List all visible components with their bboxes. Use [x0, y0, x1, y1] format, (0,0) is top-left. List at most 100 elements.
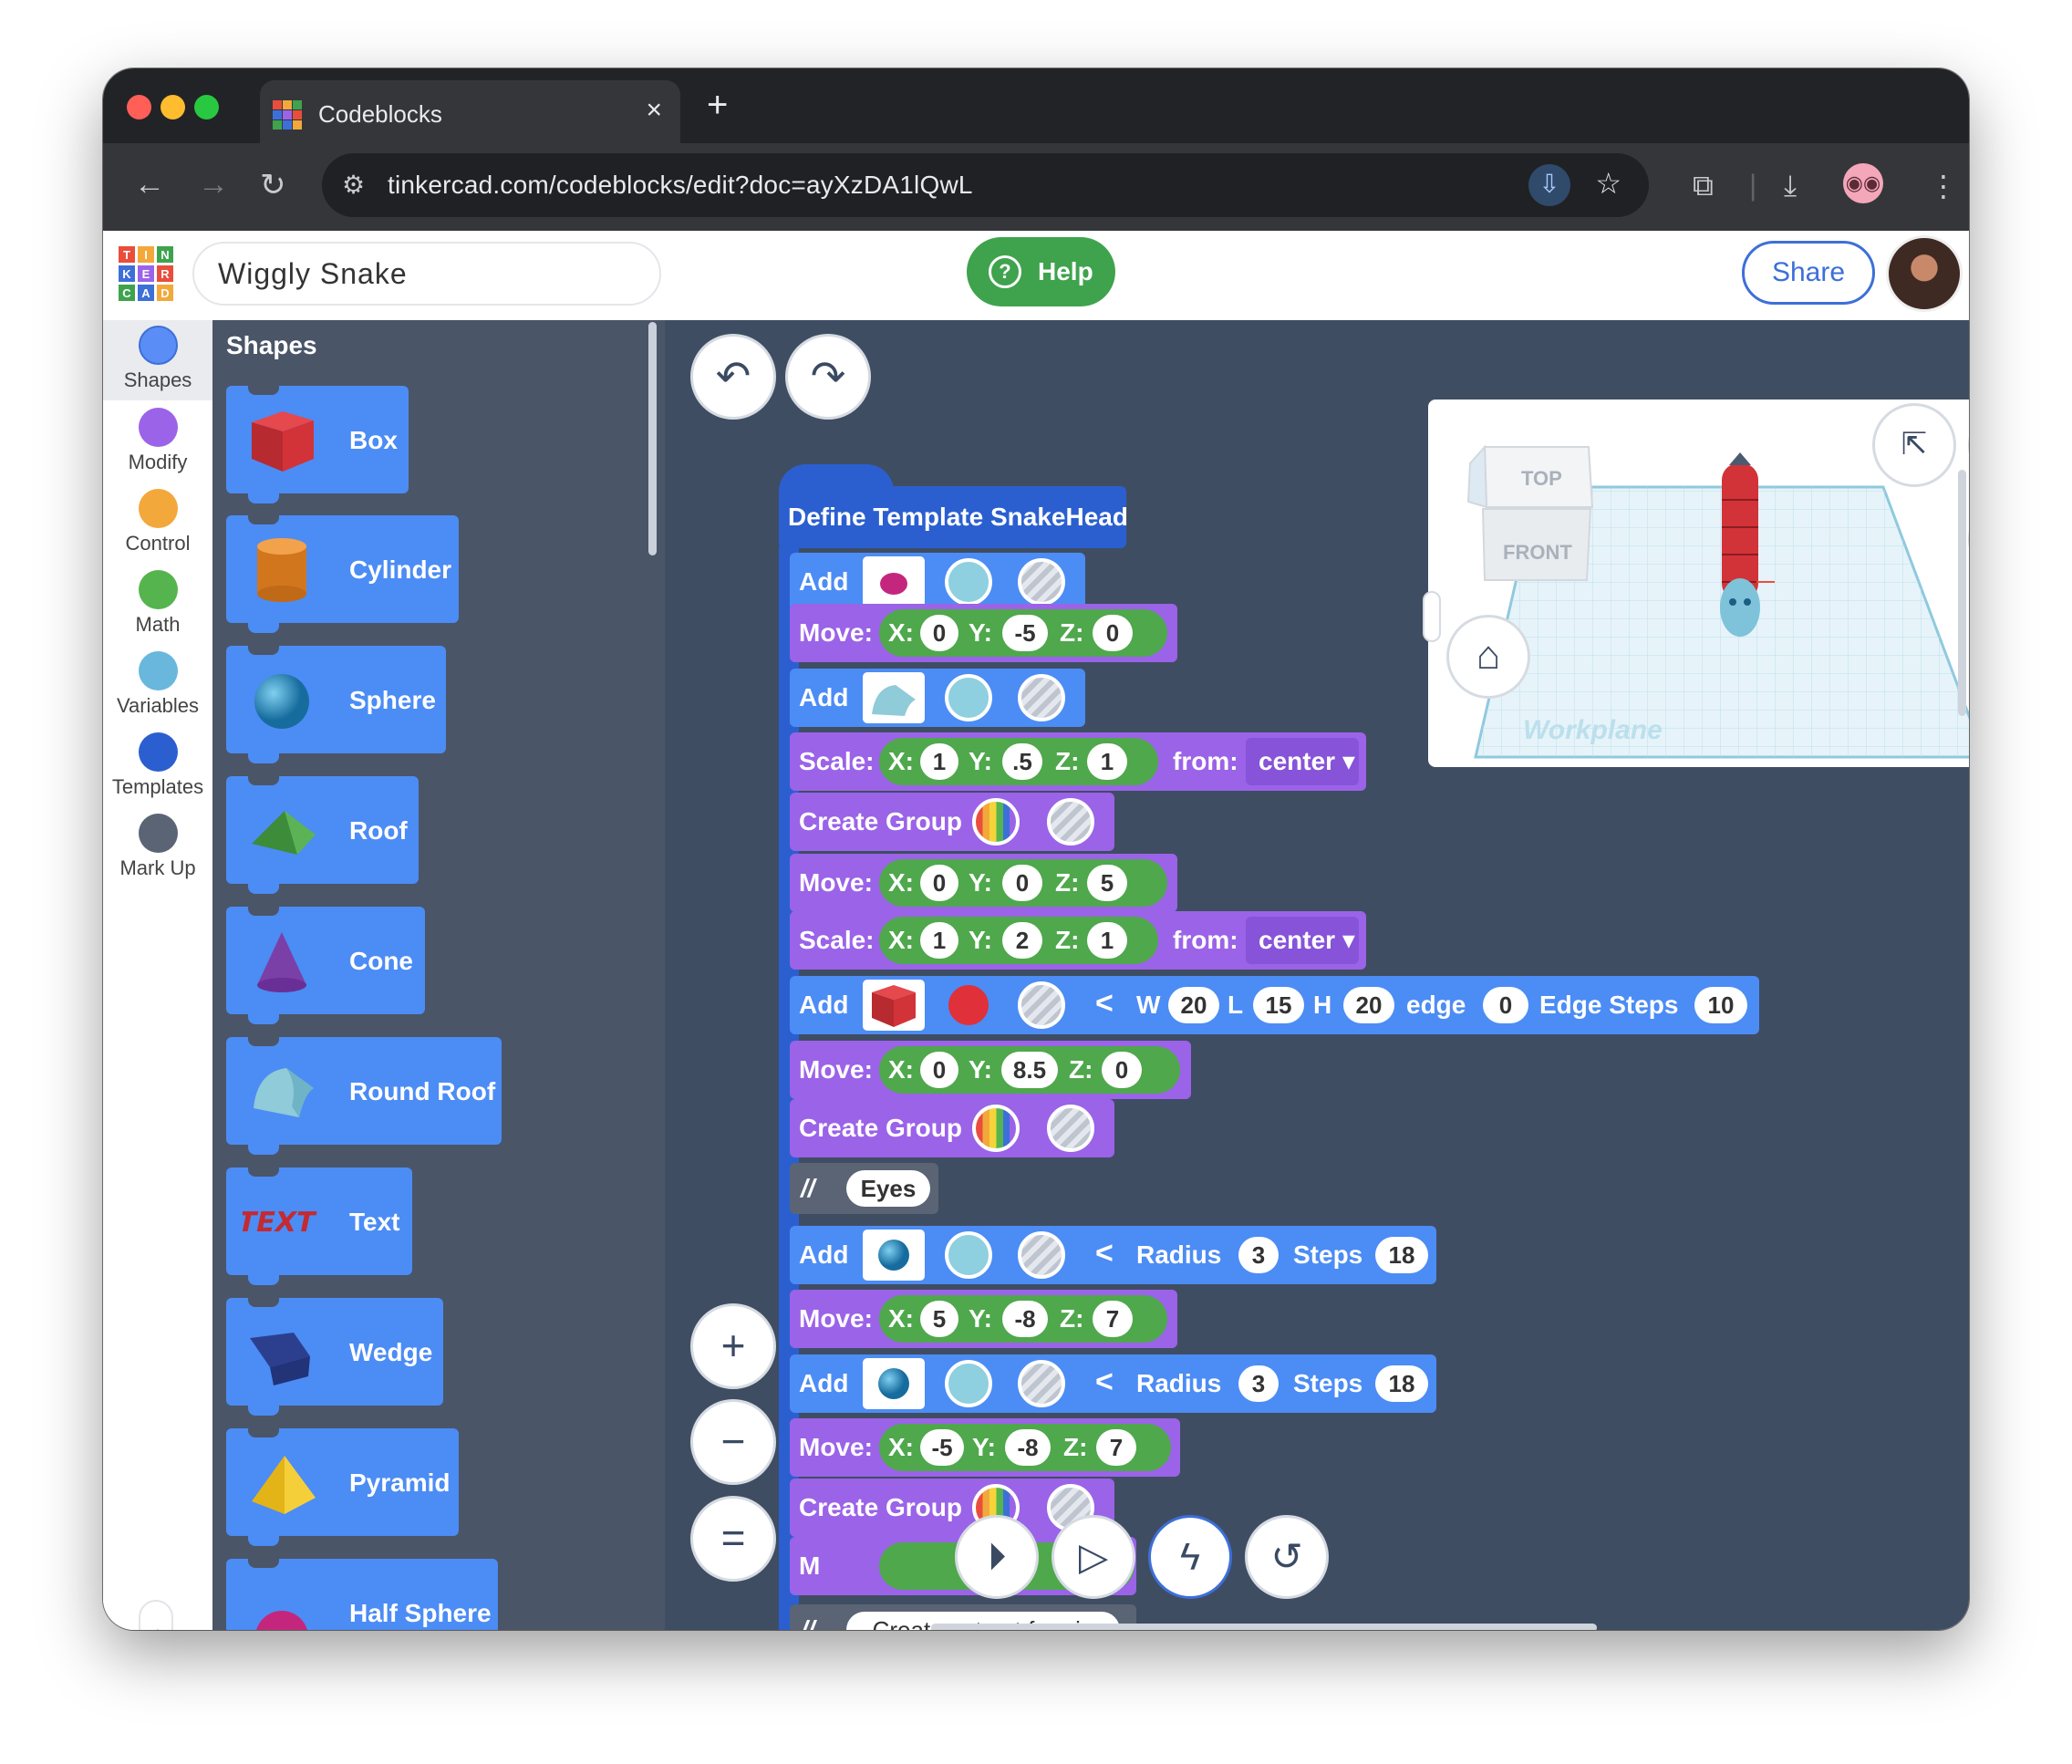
half-sphere-thumb-icon[interactable]: [863, 556, 925, 607]
comment-text[interactable]: Eyes: [846, 1170, 930, 1207]
minimize-window-button[interactable]: [161, 95, 185, 119]
round-roof-thumb-icon[interactable]: [863, 672, 925, 723]
category-variables[interactable]: Variables: [103, 646, 212, 726]
shape-block-cylinder[interactable]: Cylinder: [226, 515, 459, 633]
reload-icon[interactable]: ↻: [260, 168, 286, 202]
instant-run-lightning-icon[interactable]: ϟ: [1148, 1515, 1232, 1599]
collapse-params-chevron-icon[interactable]: <: [1095, 1236, 1114, 1271]
site-settings-icon[interactable]: ⚙: [342, 171, 366, 199]
category-markup[interactable]: Mark Up: [103, 808, 212, 888]
address-bar[interactable]: ⚙ tinkercad.com/codeblocks/edit?doc=ayXz…: [322, 153, 1649, 217]
step-button[interactable]: ⏵︎: [955, 1515, 1039, 1599]
scale-block[interactable]: Scale: X: 1 Y: .5 Z: 1 from: center ▾: [790, 732, 1366, 791]
downloads-icon[interactable]: ⤓: [1784, 169, 1797, 202]
shape-block-pyramid[interactable]: Pyramid: [226, 1428, 459, 1546]
y-value[interactable]: 0: [1002, 865, 1042, 901]
create-group-block[interactable]: Create Group: [790, 1479, 1114, 1537]
help-button[interactable]: ? Help: [967, 237, 1115, 306]
flyout-scrollbar[interactable]: [648, 322, 657, 555]
zoom-out-button[interactable]: −: [690, 1399, 776, 1485]
from-dropdown[interactable]: center ▾: [1246, 738, 1359, 785]
hole-toggle-icon[interactable]: [1018, 981, 1065, 1029]
h-value[interactable]: 20: [1343, 987, 1394, 1023]
add-block[interactable]: Add: [790, 669, 1085, 727]
move-block[interactable]: Move: X: -5 Y: -8 Z: 7: [790, 1418, 1180, 1477]
x-value[interactable]: 5: [920, 1301, 958, 1337]
color-swatch[interactable]: [945, 558, 992, 606]
category-templates[interactable]: Templates: [103, 727, 212, 807]
steps-value[interactable]: 18: [1375, 1237, 1428, 1273]
shape-block-half-sphere[interactable]: Half Sphere: [226, 1559, 498, 1630]
comment-block-partial[interactable]: // Create cut out for nip: [790, 1604, 1136, 1630]
add-sphere-block[interactable]: Add < Radius 3 Steps 18: [790, 1354, 1436, 1413]
multicolor-swatch-icon[interactable]: [972, 1105, 1020, 1152]
hole-toggle-icon[interactable]: [1047, 1105, 1094, 1152]
x-value[interactable]: 1: [920, 743, 958, 780]
category-control[interactable]: Control: [103, 483, 212, 564]
url-text[interactable]: tinkercad.com/codeblocks/edit?doc=ayXzDA…: [388, 171, 973, 199]
3d-viewport[interactable]: TOP FRONT Workplane ⌂ ⇱ ⛶ ≡: [1428, 399, 1969, 767]
shape-block-box[interactable]: Box: [226, 386, 409, 503]
user-avatar[interactable]: [1886, 235, 1963, 312]
workspace-vertical-scrollbar[interactable]: [1958, 470, 1966, 716]
zoom-reset-button[interactable]: =: [690, 1496, 776, 1582]
collapse-params-chevron-icon[interactable]: <: [1095, 986, 1114, 1021]
z-value[interactable]: 5: [1087, 865, 1127, 901]
z-value[interactable]: 0: [1102, 1052, 1142, 1088]
undo-button[interactable]: ↶: [690, 334, 776, 420]
bookmark-star-icon[interactable]: ☆: [1595, 167, 1621, 200]
x-value[interactable]: 0: [920, 615, 958, 651]
l-value[interactable]: 15: [1253, 987, 1304, 1023]
design-title-input[interactable]: Wiggly Snake: [192, 242, 661, 306]
share-button[interactable]: Share: [1742, 241, 1875, 305]
color-swatch[interactable]: [945, 1231, 992, 1279]
from-dropdown[interactable]: center ▾: [1246, 917, 1359, 964]
color-swatch[interactable]: [945, 674, 992, 721]
x-value[interactable]: 0: [920, 1052, 958, 1088]
radius-value[interactable]: 3: [1238, 1365, 1279, 1402]
w-value[interactable]: 20: [1168, 987, 1219, 1023]
edge-steps-value[interactable]: 10: [1694, 987, 1747, 1023]
y-value[interactable]: 8.5: [1001, 1052, 1058, 1088]
add-block[interactable]: Add: [790, 553, 1085, 611]
new-tab-button[interactable]: +: [707, 85, 729, 125]
z-value[interactable]: 7: [1096, 1429, 1136, 1466]
maximize-window-button[interactable]: [194, 95, 219, 119]
category-math[interactable]: Math: [103, 565, 212, 645]
z-value[interactable]: 1: [1087, 743, 1127, 780]
y-value[interactable]: -8: [1002, 1301, 1048, 1337]
z-value[interactable]: 1: [1087, 922, 1127, 959]
code-workspace[interactable]: ↶ ↷ + − = Define Template SnakeHead Add …: [665, 320, 1969, 1630]
shape-block-text[interactable]: TEXT Text: [226, 1167, 412, 1285]
hole-toggle-icon[interactable]: [1018, 1360, 1065, 1407]
shape-block-cone[interactable]: Cone: [226, 907, 425, 1024]
color-swatch[interactable]: [945, 1360, 992, 1407]
tinkercad-logo[interactable]: T I N K E R C A D: [119, 246, 173, 301]
y-value[interactable]: -8: [1005, 1429, 1051, 1466]
comment-block[interactable]: // Eyes: [790, 1163, 938, 1214]
move-block[interactable]: Move: X: 0 Y: 0 Z: 5: [790, 854, 1177, 912]
reset-button[interactable]: ↺: [1245, 1515, 1329, 1599]
radius-value[interactable]: 3: [1238, 1237, 1279, 1273]
collapse-params-chevron-icon[interactable]: <: [1095, 1365, 1114, 1399]
home-view-icon[interactable]: ⌂: [1446, 615, 1530, 699]
multicolor-swatch-icon[interactable]: [972, 798, 1020, 846]
edge-value[interactable]: 0: [1483, 987, 1528, 1023]
x-value[interactable]: 0: [920, 865, 958, 901]
move-block[interactable]: Move: X: 0 Y: -5 Z: 0: [790, 604, 1177, 662]
tab-codeblocks[interactable]: Codeblocks ×: [260, 80, 680, 143]
tab-close-icon[interactable]: ×: [646, 95, 662, 125]
sphere-thumb-icon[interactable]: [863, 1358, 925, 1409]
y-value[interactable]: .5: [1002, 743, 1042, 780]
forward-arrow-icon[interactable]: →: [198, 167, 229, 202]
extensions-icon[interactable]: ⧉: [1693, 169, 1714, 202]
workspace-horizontal-scrollbar[interactable]: [931, 1624, 1597, 1630]
y-value[interactable]: 2: [1002, 922, 1042, 959]
viewport-resize-handle[interactable]: [1423, 591, 1441, 642]
create-group-block[interactable]: Create Group: [790, 793, 1114, 851]
create-group-block[interactable]: Create Group: [790, 1099, 1114, 1157]
zoom-in-button[interactable]: +: [690, 1303, 776, 1389]
popout-viewer-icon[interactable]: ⇱: [1872, 403, 1956, 487]
redo-button[interactable]: ↷: [785, 334, 871, 420]
play-button[interactable]: ▷: [1052, 1515, 1135, 1599]
